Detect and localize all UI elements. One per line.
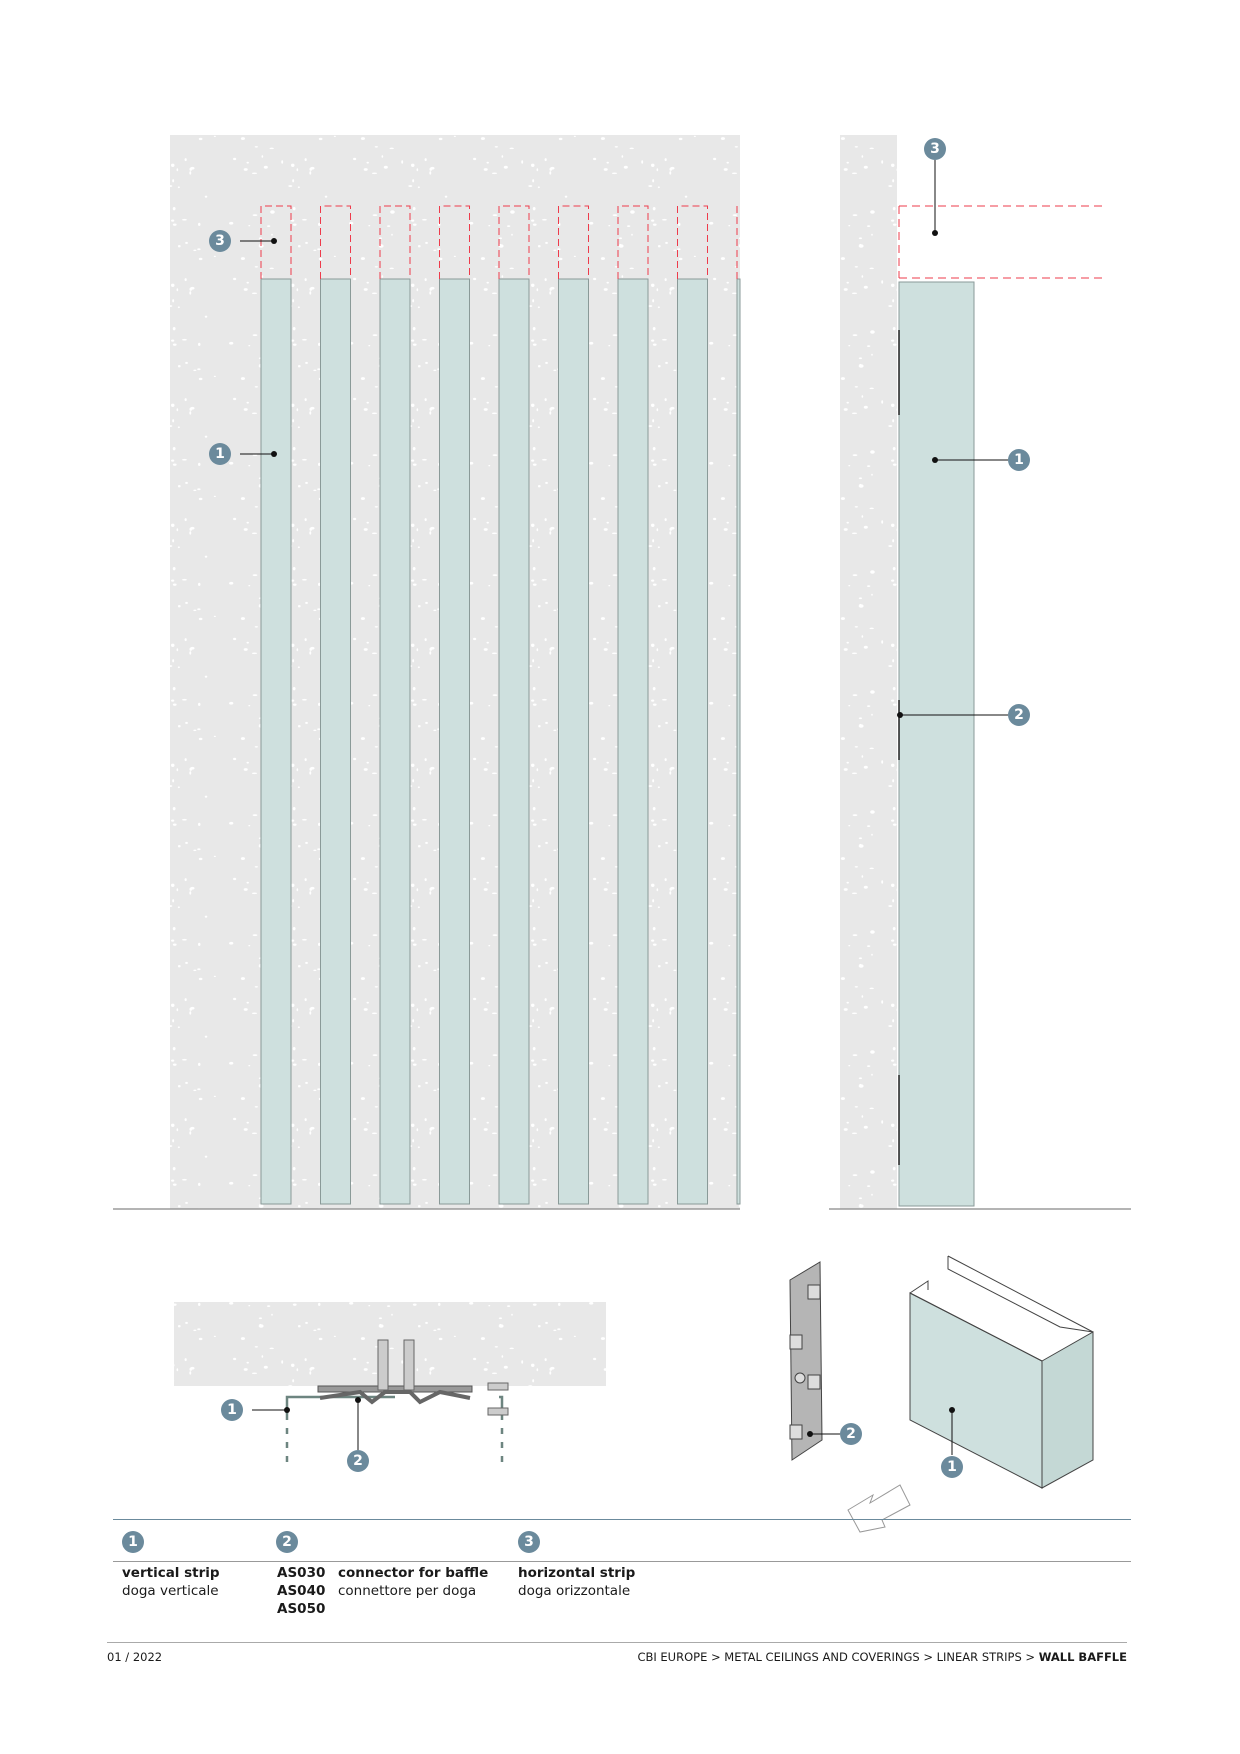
legend-number-1: 1 [122, 1531, 144, 1553]
vertical-strip [439, 278, 470, 1205]
legend-number-3: 3 [518, 1531, 540, 1553]
legend-1-title: vertical strip [122, 1565, 220, 1581]
vertical-strip [320, 278, 351, 1205]
plan-section [174, 1302, 606, 1465]
horizontal-strip-outline [439, 205, 470, 279]
callout-2-side: 2 [1008, 704, 1030, 726]
vertical-strip [498, 278, 530, 1205]
legend-2-subtitle: connettore per doga [338, 1583, 477, 1599]
legend-3-subtitle: doga orizzontale [518, 1583, 631, 1599]
callout-3-side: 3 [924, 138, 946, 160]
callout-1-side: 1 [1008, 449, 1030, 471]
legend-number-2: 2 [276, 1531, 298, 1553]
callout-2-plan: 2 [347, 1450, 369, 1472]
horizontal-strip-outline [320, 205, 351, 279]
legend-2-title: connector for baffle [338, 1565, 489, 1581]
vertical-strip [677, 278, 708, 1205]
vertical-strip [736, 278, 741, 1205]
horizontal-strip-outline [260, 205, 292, 279]
callout-3-front: 3 [209, 230, 231, 252]
legend-2-code: AS050 [277, 1601, 326, 1617]
horizontal-strip-outline [736, 205, 740, 279]
breadcrumb-path: CBI EUROPE > METAL CEILINGS AND COVERING… [637, 1650, 1039, 1664]
legend-divider [113, 1561, 1131, 1562]
connector-clip [789, 1261, 823, 1461]
vertical-strip [379, 278, 411, 1205]
breadcrumb: CBI EUROPE > METAL CEILINGS AND COVERING… [637, 1650, 1127, 1664]
legend-2-code: AS030 [277, 1565, 326, 1581]
footer-date: 01 / 2022 [107, 1650, 163, 1664]
horizontal-strip-outline [898, 205, 1102, 279]
isometric-view [789, 1255, 1094, 1533]
callout-2-iso: 2 [840, 1423, 862, 1445]
breadcrumb-current: WALL BAFFLE [1038, 1650, 1127, 1664]
horizontal-strip-outline [379, 205, 411, 279]
callout-1-iso: 1 [941, 1456, 963, 1478]
legend-3-title: horizontal strip [518, 1565, 636, 1581]
vertical-strip [898, 281, 975, 1207]
horizontal-strip-outline [498, 205, 530, 279]
side-section [829, 135, 1131, 1210]
horizontal-strip-outline [558, 205, 589, 279]
wall [840, 135, 897, 1209]
footer-rule [107, 1642, 1127, 1643]
legend-top-rule [113, 1519, 1131, 1520]
horizontal-strip-outline [677, 205, 708, 279]
horizontal-strip-outline [617, 205, 649, 279]
vertical-strip [558, 278, 589, 1205]
callout-1-front: 1 [209, 443, 231, 465]
legend-2-code: AS040 [277, 1583, 326, 1599]
callout-1-plan: 1 [221, 1399, 243, 1421]
wall [174, 1302, 606, 1386]
front-elevation [113, 135, 741, 1210]
vertical-strip [617, 278, 649, 1205]
vertical-strip [260, 278, 292, 1205]
legend-1-subtitle: doga verticale [122, 1583, 219, 1599]
